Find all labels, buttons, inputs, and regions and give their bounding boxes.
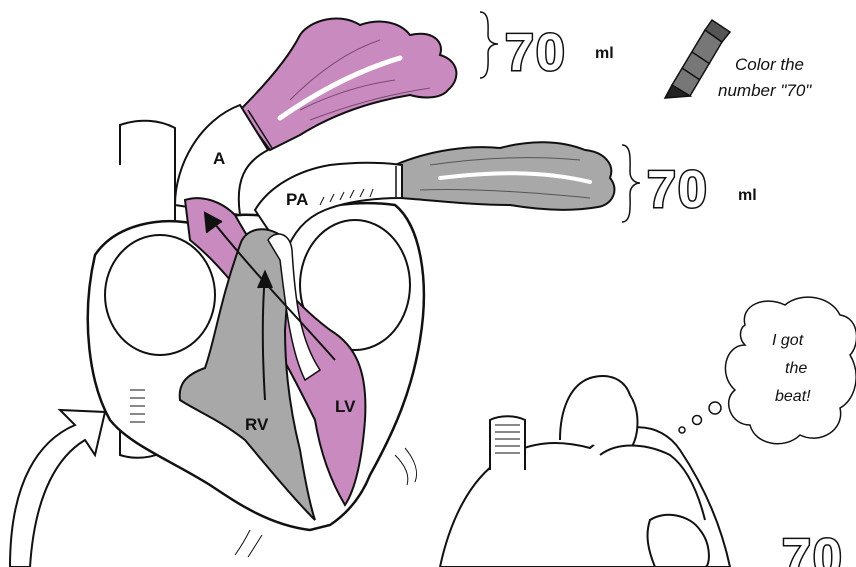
pa-brace (622, 145, 640, 222)
pa-volume-unit: ml (738, 187, 757, 204)
pulmonary-outflow-stream (395, 142, 614, 210)
instruction-line-2: number "70" (718, 81, 812, 100)
right-ventricle-label: RV (245, 415, 269, 434)
thought-bubble (679, 297, 856, 444)
thought-line-1: I got (772, 332, 804, 349)
instruction-line-1: Color the (735, 55, 804, 74)
thought-line-2: the (785, 360, 807, 377)
curved-arrow (10, 410, 105, 567)
thought-line-3: beat! (775, 388, 811, 405)
corner-volume-number: 70 (782, 529, 844, 567)
aortic-outflow-stream (240, 18, 456, 150)
aorta-brace (480, 12, 498, 78)
cartoon-heart (440, 376, 730, 567)
aorta-volume-unit: ml (595, 45, 614, 62)
aorta-volume-number: 70 (505, 24, 567, 82)
pa-volume-number: 70 (647, 161, 709, 219)
left-ventricle-label: LV (335, 397, 356, 416)
pulmonary-artery-label: PA (286, 190, 308, 209)
aorta-label: A (213, 149, 225, 168)
